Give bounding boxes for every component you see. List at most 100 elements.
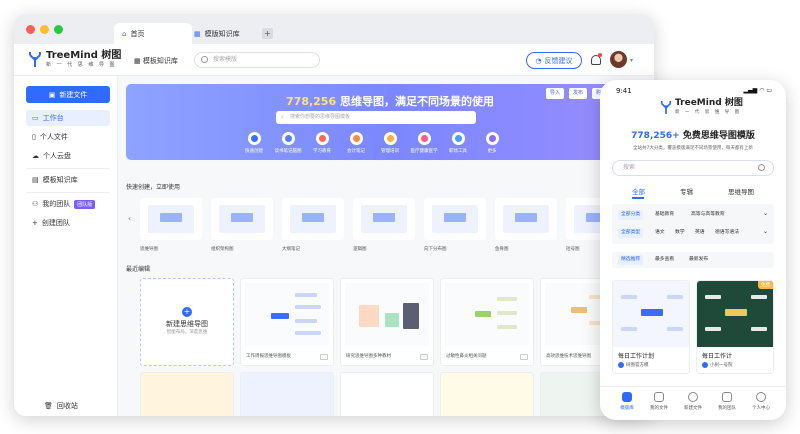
nav-new-file[interactable]: 新建文件 — [678, 392, 708, 411]
template-card[interactable] — [353, 198, 415, 240]
mindmap-node — [359, 305, 379, 327]
template-card[interactable] — [495, 198, 557, 240]
mobile-template-card[interactable]: 每日工作计划 树图官方模 — [612, 280, 690, 374]
mindmap-node — [705, 327, 721, 331]
mobile-card-title: 每日工作计划 — [618, 353, 655, 360]
mindmap-node — [641, 309, 663, 316]
category-education[interactable]: 学习教育 — [305, 132, 339, 154]
template-card[interactable] — [211, 198, 273, 240]
template-thumbnail — [503, 205, 549, 233]
mindmap-node — [295, 331, 321, 335]
recent-file-card[interactable] — [240, 372, 334, 416]
quick-create-title: 快速创建，立即使用 — [126, 184, 181, 191]
filter-chip[interactable]: 数学 — [675, 230, 685, 235]
recent-file-card[interactable]: 过敏性鼻炎相关问题 — [440, 278, 534, 366]
close-window-button[interactable] — [26, 25, 35, 34]
minimize-window-button[interactable] — [40, 25, 49, 34]
template-card[interactable] — [282, 198, 344, 240]
category-medical[interactable]: 医疗健康医学 — [407, 132, 441, 154]
more-icon[interactable] — [420, 354, 428, 360]
status-icons: ▂▄▆ ◠ ▭ — [743, 87, 772, 94]
tree-logo-icon — [660, 100, 672, 114]
mindmap-node — [403, 303, 419, 329]
filter-chip[interactable]: 全部分类 — [618, 210, 644, 220]
template-thumbnail — [290, 205, 336, 233]
sidebar-item-cloud[interactable]: ☁个人云盘 — [26, 148, 110, 164]
feedback-button[interactable]: ◔ 反馈建议 — [526, 52, 582, 69]
sidebar-item-create-team[interactable]: +创建团队 — [26, 215, 110, 231]
chevron-left-icon[interactable]: ‹ — [128, 214, 132, 223]
mobile-tab-album[interactable]: 专辑 — [680, 188, 693, 196]
mindmap-node — [751, 295, 767, 299]
category-accounting[interactable]: 会计笔记 — [339, 132, 373, 154]
template-card[interactable] — [424, 198, 486, 240]
nav-label: 新建文件 — [684, 406, 702, 411]
bell-icon[interactable] — [591, 55, 601, 65]
filter-chip[interactable]: 高等与高等教育 — [691, 212, 725, 217]
nav-template-library[interactable]: 模版库 — [612, 392, 642, 411]
mindmap-node — [271, 313, 289, 319]
category-label: 更多 — [487, 149, 497, 154]
logo-subtitle: 新 一 代 思 维 导 图 — [46, 62, 117, 68]
sort-option[interactable]: 最新发布 — [689, 257, 709, 262]
filter-chip[interactable]: 全部类型 — [618, 228, 644, 238]
sidebar-item-my-team[interactable]: ⚇我的团队 团队版 — [26, 196, 110, 212]
sort-option[interactable]: 最多查看 — [655, 257, 675, 262]
team-icon — [722, 392, 732, 402]
filter-chip[interactable]: 语文 — [655, 230, 665, 235]
search-input[interactable]: 搜索模版 — [194, 52, 320, 68]
tab-home[interactable]: ⌂ 首页 — [114, 23, 192, 44]
sidebar-item-personal-files[interactable]: ▯个人文件 — [26, 129, 110, 145]
mobile-template-card[interactable]: 免费 每日工作计 小树一号院 — [696, 280, 774, 374]
filter-chip[interactable]: 基础教育 — [655, 212, 675, 217]
mobile-title: 778,256+ 免费思维导图模版 — [600, 128, 786, 141]
template-library-link[interactable]: ▦ 模板知识库 — [134, 56, 178, 66]
mindmap-node — [497, 297, 517, 301]
sidebar-item-workbench[interactable]: ▭工作台 — [26, 110, 110, 126]
category-reading-notes[interactable]: 读书笔记脑图 — [271, 132, 305, 154]
sidebar-item-template-library[interactable]: ▤模板知识库 — [26, 172, 110, 188]
chevron-down-icon[interactable]: ▾ — [630, 57, 634, 64]
filter-chip[interactable]: 德语写语法 — [715, 230, 739, 235]
banner-search-input[interactable]: ⌕ 搜索你想要的思维导图模板 — [276, 111, 476, 124]
new-mindmap-card[interactable]: + 新建思维导图 智能布局，深度思维 — [140, 278, 234, 366]
mobile-tab-mindmap[interactable]: 思维导图 — [728, 188, 754, 196]
recent-file-card[interactable]: 工作周报思维导图模板 — [240, 278, 334, 366]
cloud-icon: ☁ — [32, 152, 39, 160]
category-quick-create[interactable]: 快速创建 — [237, 132, 271, 154]
more-icon[interactable] — [520, 354, 528, 360]
mobile-tab-all[interactable]: 全部 — [632, 188, 645, 196]
tab-template-library[interactable]: ▦ 模版知识库 — [186, 23, 248, 44]
template-card[interactable] — [140, 198, 202, 240]
chevron-down-icon[interactable]: ⌄ — [762, 210, 768, 217]
category-workplace[interactable]: 职场工具 — [441, 132, 475, 154]
filter-chip[interactable]: 英语 — [695, 230, 705, 235]
category-management[interactable]: 管理培训 — [373, 132, 407, 154]
new-file-button[interactable]: ▣ 新建文件 — [26, 86, 110, 103]
more-icon[interactable] — [320, 354, 328, 360]
nav-my-files[interactable]: 我的文件 — [644, 392, 674, 411]
template-icon — [622, 392, 632, 402]
recent-file-card[interactable] — [340, 372, 434, 416]
avatar[interactable] — [610, 51, 627, 68]
recent-file-card[interactable] — [440, 372, 534, 416]
publish-button[interactable]: 发布 — [569, 88, 588, 99]
maximize-window-button[interactable] — [54, 25, 63, 34]
recent-file-card[interactable]: 研究思维导图多种教材 — [340, 278, 434, 366]
mindmap-node — [751, 327, 767, 331]
new-tab-button[interactable]: + — [262, 28, 273, 39]
chevron-down-icon[interactable]: ⌄ — [762, 228, 768, 235]
import-button[interactable]: 导入 — [546, 88, 565, 99]
mobile-search-input[interactable]: 搜索 — [612, 160, 774, 176]
trash-icon: 🗑 — [44, 402, 53, 410]
recent-file-label: 高效思维技术思维导图 — [546, 354, 591, 359]
sidebar-item-trash[interactable]: 🗑回收站 — [26, 398, 110, 414]
template-icon: ▤ — [32, 176, 39, 184]
nav-my-team[interactable]: 我的团队 — [712, 392, 742, 411]
recent-file-card[interactable] — [140, 372, 234, 416]
sort-option[interactable]: 精选推荐 — [618, 255, 644, 265]
nav-profile[interactable]: 个人中心 — [746, 392, 776, 411]
author-name: 小树一号院 — [710, 363, 733, 368]
grid-icon: ▦ — [194, 29, 201, 38]
category-more[interactable]: 更多 — [475, 132, 509, 154]
